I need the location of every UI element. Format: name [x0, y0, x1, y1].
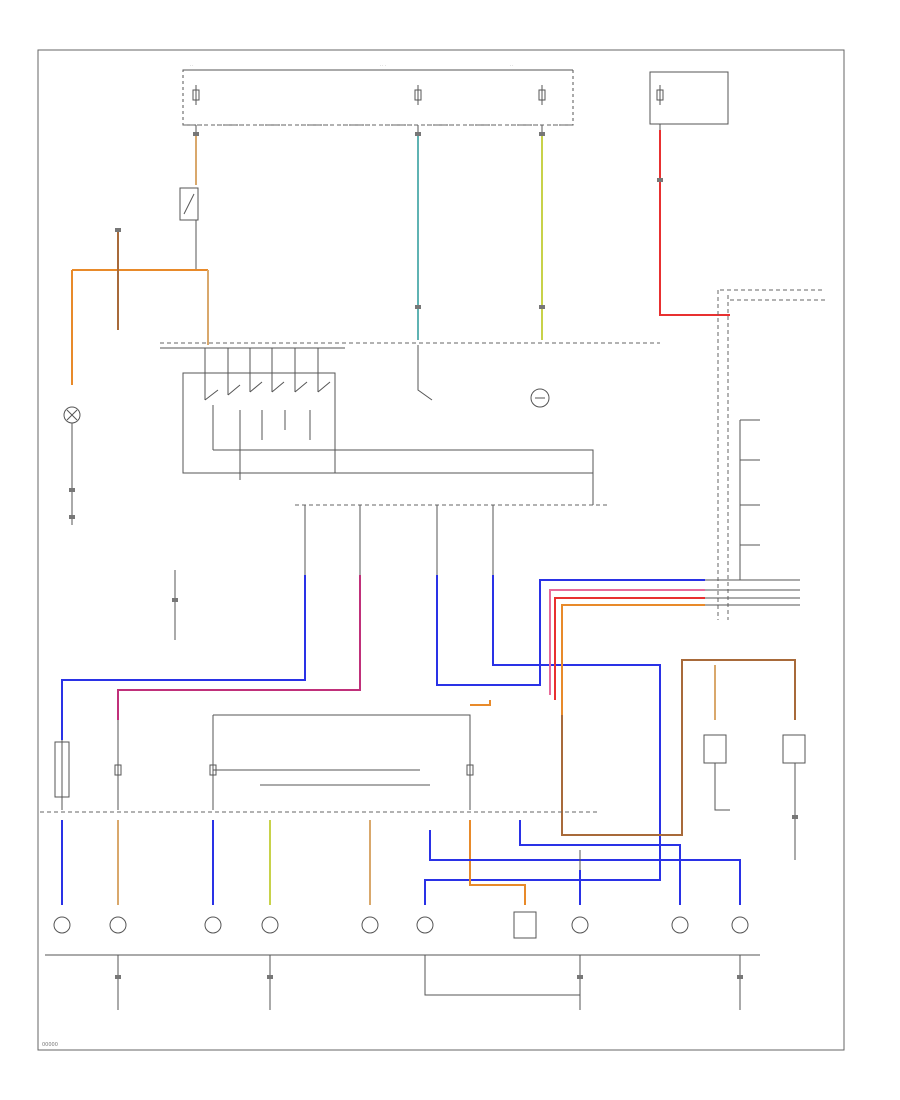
relay-switch-top-left	[179, 187, 199, 270]
wire-blue-b	[436, 575, 705, 686]
fuse-box-right	[649, 71, 729, 125]
svg-text:· ·: · ·	[190, 64, 193, 68]
wire-connectors-top	[193, 132, 663, 309]
wire-brown-loop	[561, 659, 796, 836]
switch-center	[417, 345, 550, 408]
module-mid	[40, 700, 600, 813]
wire-blue-lower-3	[519, 820, 681, 905]
wire-red-bundle	[554, 597, 705, 700]
wire-orange-bundle	[561, 604, 705, 715]
fuse-box-top: · · · · · · ·	[182, 64, 574, 126]
wire-blue-c	[424, 575, 661, 905]
ground-lines	[115, 955, 743, 1010]
connector-row	[295, 504, 610, 575]
wire-blue-lower-4	[429, 830, 741, 905]
right-rail	[717, 289, 825, 620]
svg-text:· ·: · ·	[510, 64, 513, 68]
wire-blue-bundle	[61, 575, 306, 740]
lamp-right-pair	[703, 734, 806, 860]
wire-red	[659, 130, 730, 316]
footer-code: 00000	[42, 1042, 58, 1048]
diagram-frame	[37, 49, 845, 1051]
wire-pink-bundle	[549, 589, 705, 695]
wire-magenta-bundle	[117, 575, 361, 720]
lamp-row	[45, 911, 760, 956]
svg-text:· · ·: · · ·	[380, 64, 386, 68]
lamp-left-upper	[63, 406, 81, 525]
switch-bank	[182, 348, 594, 505]
wire-orange-lower	[469, 820, 526, 905]
